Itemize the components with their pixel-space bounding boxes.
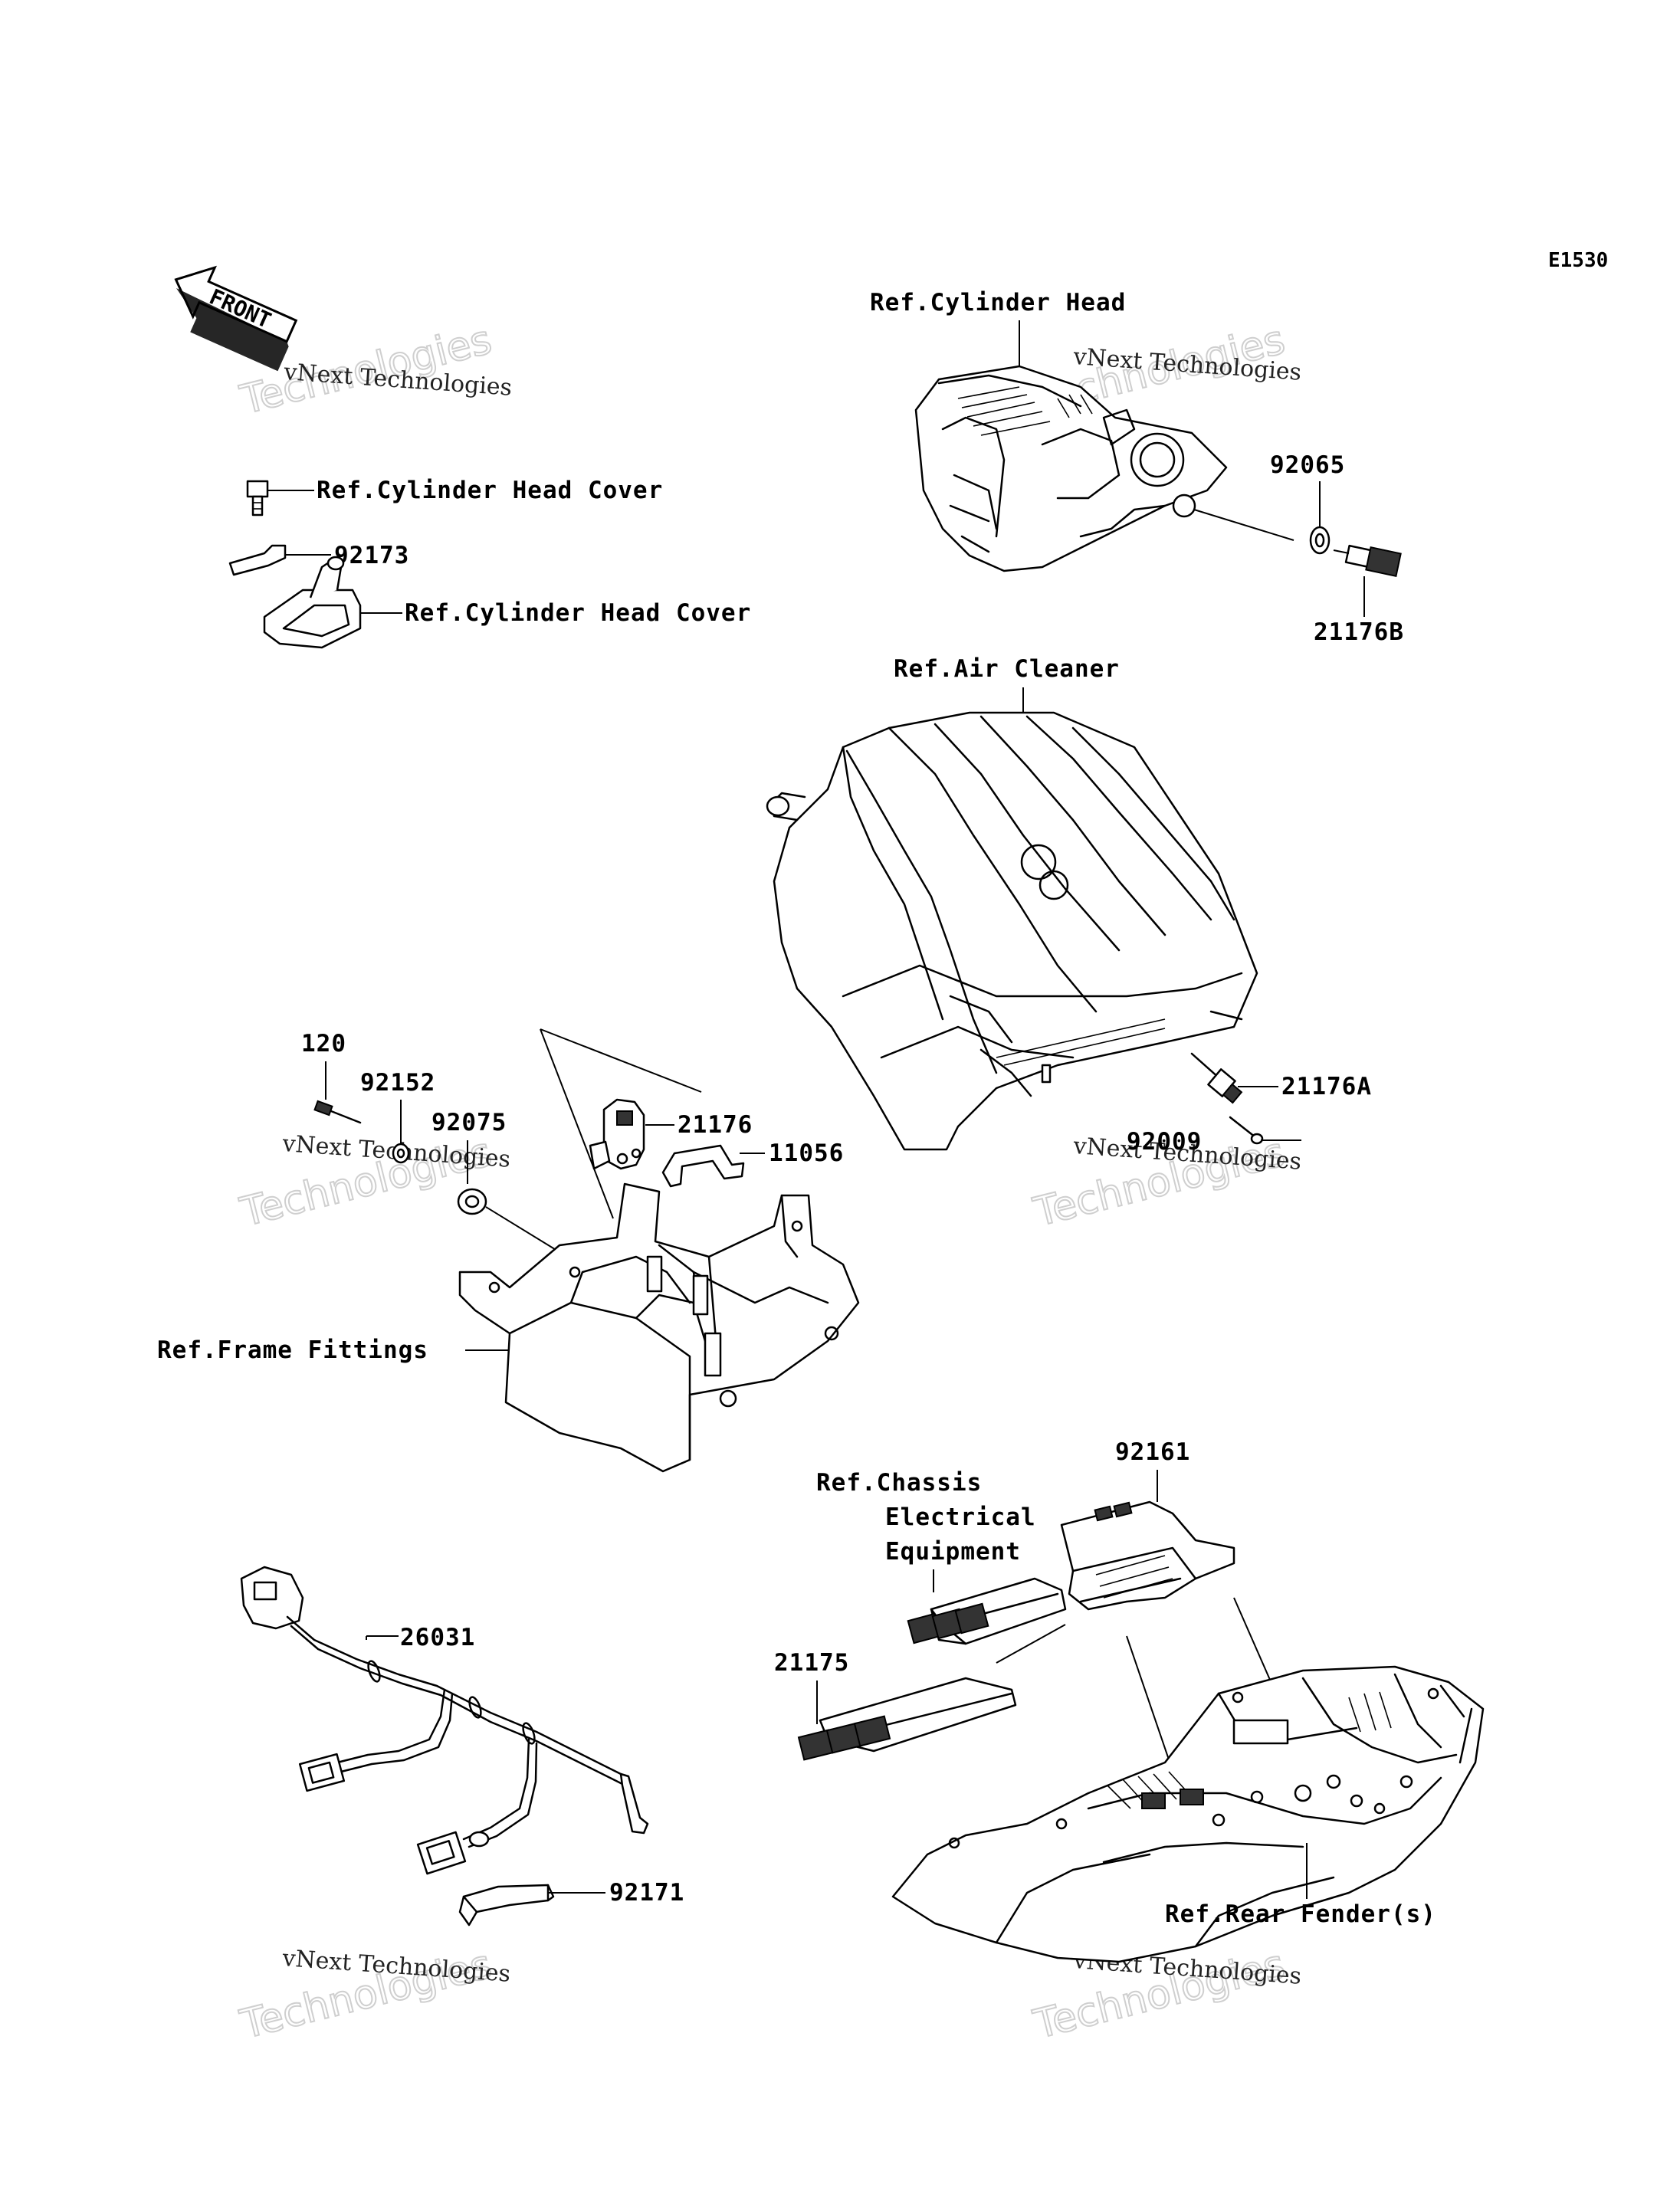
label-ref-chassis-line3: Equipment [885, 1538, 1021, 1566]
label-ref-chassis-line2: Electrical [885, 1503, 1036, 1531]
relay-module-icon [907, 1577, 1067, 1645]
cylinder-head-group: Ref.Cylinder Head 92065 [870, 289, 1404, 646]
watermark-bottom-left: Technologies vNext Technologies [235, 1941, 512, 2049]
bolt-120-icon [313, 1100, 362, 1124]
rear-fender-icon [891, 1665, 1485, 1963]
label-ref-chassis-line1: Ref.Chassis [816, 1469, 982, 1497]
frame-tray-icon [458, 1182, 860, 1473]
sensor-21176-icon [589, 1098, 645, 1170]
label-ref-cylinder-head-cover-2: Ref.Cylinder Head Cover [405, 599, 751, 627]
label-ref-air-cleaner: Ref.Air Cleaner [894, 655, 1120, 683]
harness-26031-icon [240, 1566, 649, 1875]
diagram-code: E1530 [1548, 249, 1608, 272]
air-cleaner-group: Ref.Air Cleaner [766, 655, 1372, 1156]
label-92161: 92161 [1115, 1438, 1190, 1466]
label-92065: 92065 [1270, 451, 1345, 479]
frame-fittings-group: 120 92152 92075 21176 [157, 1028, 860, 1473]
label-120: 120 [301, 1030, 346, 1058]
label-ref-cylinder-head: Ref.Cylinder Head [870, 289, 1126, 316]
label-11056: 11056 [769, 1139, 844, 1167]
rear-fender-group: 92161 Ref.Chassis Electrical Equipment 2… [774, 1438, 1485, 1963]
air-cleaner-icon [766, 711, 1258, 1151]
label-92173: 92173 [334, 542, 409, 569]
label-92152: 92152 [360, 1069, 435, 1097]
label-26031: 26031 [400, 1624, 475, 1651]
cylinder-head-cover-group: Ref.Cylinder Head Cover 92173 Ref.Cylind… [228, 477, 751, 649]
clamp-92171-icon [458, 1884, 555, 1926]
label-ref-frame-fittings: Ref.Frame Fittings [157, 1336, 428, 1364]
label-21176A: 21176A [1281, 1073, 1372, 1100]
damper-92075-icon [457, 1188, 487, 1215]
label-21175: 21175 [774, 1649, 849, 1677]
label-ref-rear-fender: Ref.Rear Fender(s) [1165, 1900, 1436, 1928]
cylinder-head-icon [914, 365, 1228, 572]
bracket-11056-icon [661, 1144, 745, 1188]
label-92009: 92009 [1127, 1128, 1202, 1156]
clamp-92173-icon [228, 544, 287, 576]
front-arrow-icon: FRONT [174, 265, 298, 372]
bolt-icon [246, 480, 269, 516]
ecu-21175-icon [797, 1677, 1017, 1761]
label-92075: 92075 [431, 1109, 507, 1136]
collar-92152-icon [392, 1143, 410, 1164]
label-21176B: 21176B [1314, 618, 1404, 646]
label-ref-cylinder-head-cover-1: Ref.Cylinder Head Cover [317, 477, 663, 504]
harness-group: 26031 92171 [240, 1566, 684, 1926]
bracket-92161-icon [1060, 1500, 1235, 1611]
washer-92065-icon [1309, 526, 1331, 555]
label-92171: 92171 [609, 1879, 684, 1907]
watermark-mid-left: Technologies vNext Technologies [235, 1129, 512, 1237]
head-cover-icon [263, 556, 362, 649]
sensor-21176A-icon [1190, 1052, 1243, 1104]
sensor-21176B-icon [1333, 544, 1402, 578]
screw-92009-icon [1229, 1116, 1264, 1145]
label-21176: 21176 [678, 1111, 753, 1139]
